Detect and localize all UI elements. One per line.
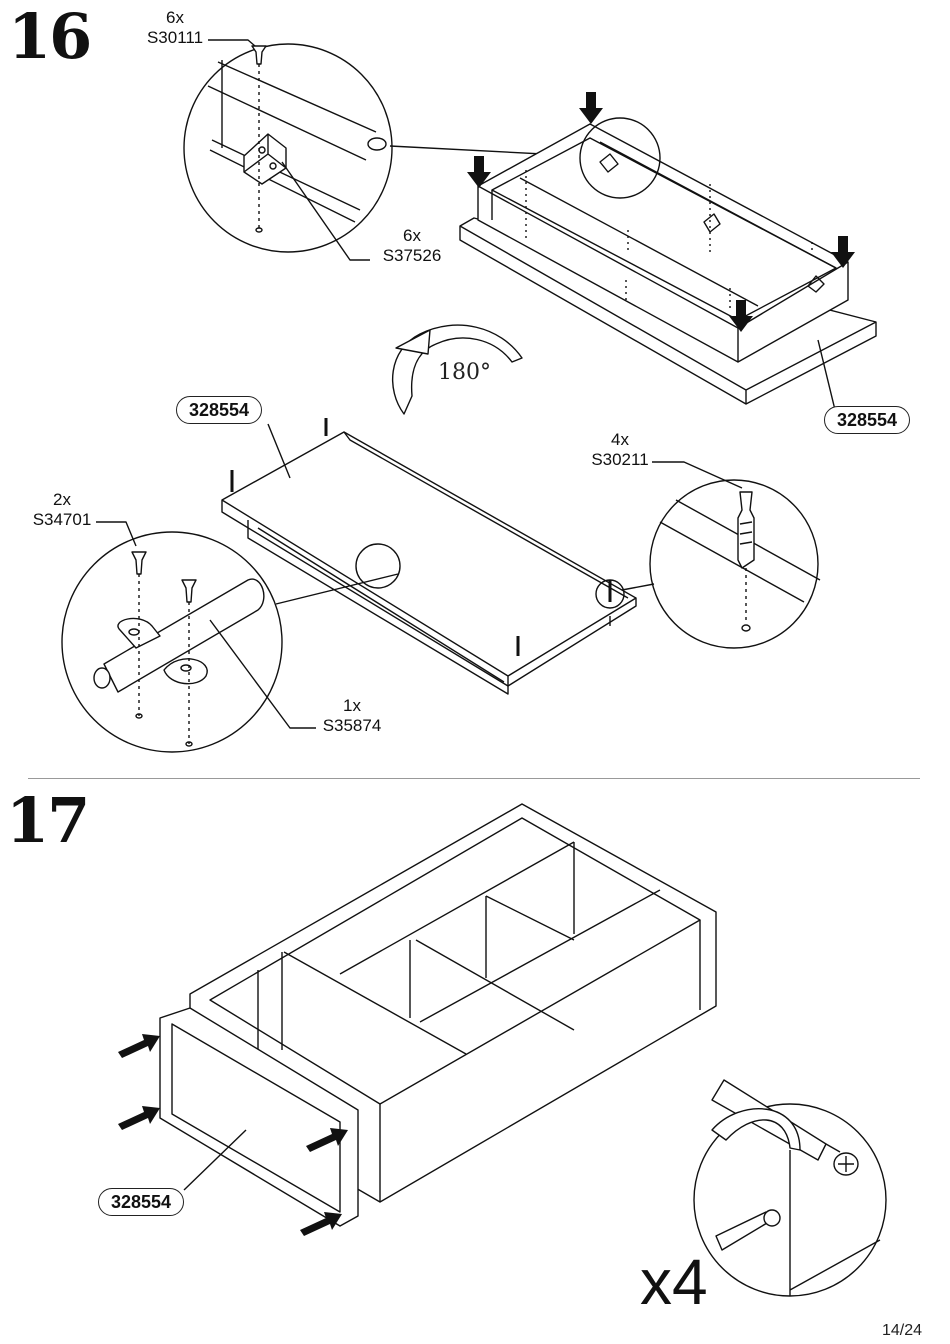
part-label-top: 328554: [824, 406, 911, 434]
detail-circle-bracket: [183, 39, 583, 261]
callout-s30211: 4x S30211: [582, 430, 658, 469]
callout-qty: 2x: [53, 490, 71, 509]
press-arrows: [467, 92, 855, 332]
callout-s30111: 6x S30111: [140, 8, 210, 47]
step-number-16: 16: [8, 0, 92, 73]
repeat-count: x4: [640, 1246, 708, 1318]
cabinet-body: [159, 803, 717, 1227]
flipped-panel: [221, 418, 655, 695]
push-arrows: [118, 1034, 348, 1236]
callout-s35874: 1x S35874: [314, 696, 390, 735]
detail-circle-hinge: [61, 521, 316, 753]
detail-circle-screwdriver: [693, 1079, 887, 1297]
callout-code: S34701: [32, 509, 92, 529]
cabinet-leader: [183, 1129, 247, 1191]
page-number: 14/24: [881, 1322, 922, 1339]
step-number-17: 17: [6, 784, 90, 857]
rotate-180-arrow: [392, 324, 523, 415]
callout-code: S30211: [591, 449, 649, 469]
callout-s34701: 2x S34701: [24, 490, 100, 529]
callout-code: S35874: [322, 715, 382, 735]
callout-code: S30111: [146, 27, 204, 47]
callout-qty: 6x: [166, 8, 184, 27]
callout-qty: 4x: [611, 430, 629, 449]
callout-code: S37526: [382, 245, 442, 265]
callout-qty: 6x: [403, 226, 421, 245]
callout-qty: 1x: [343, 696, 361, 715]
callout-s37526: 6x S37526: [374, 226, 450, 265]
rotation-label: 180°: [438, 360, 491, 385]
step-divider: [28, 778, 920, 779]
detail-circle-cam: [649, 461, 821, 649]
frame-on-board: [459, 117, 877, 415]
part-label-middle: 328554: [176, 396, 263, 424]
part-label-bottom: 328554: [98, 1188, 185, 1216]
